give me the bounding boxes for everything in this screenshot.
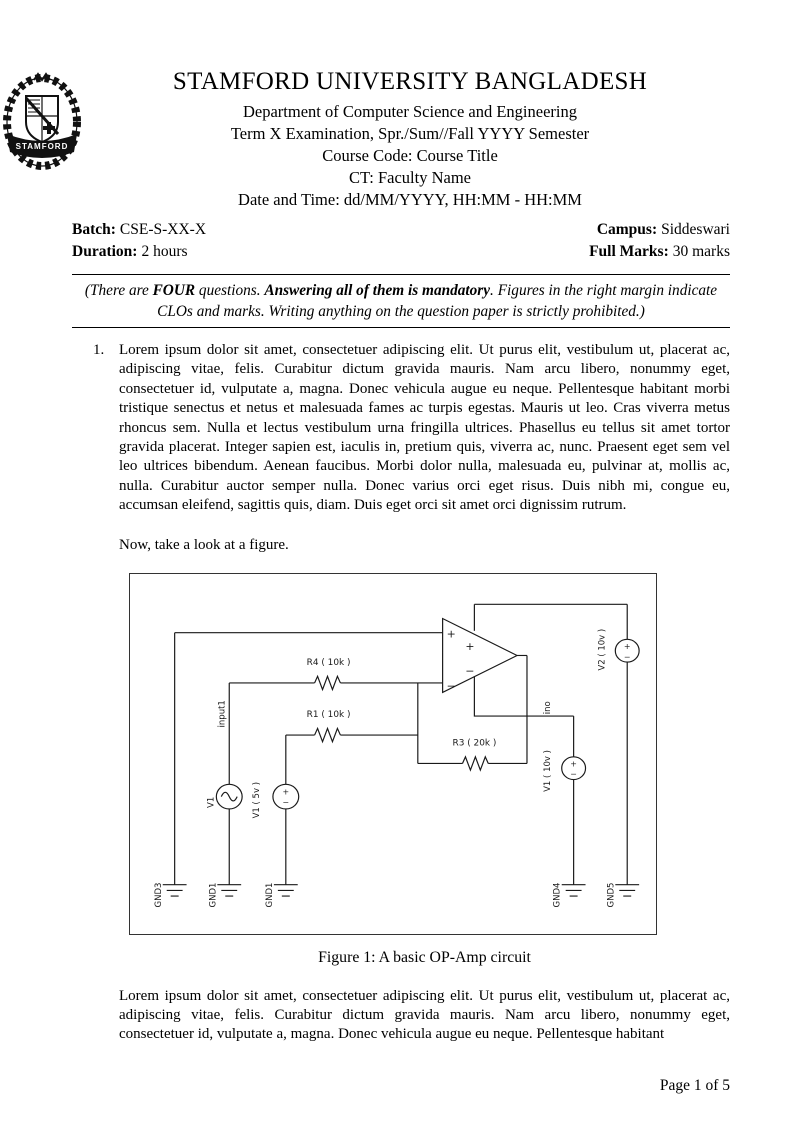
- crest-top-ornament: [33, 72, 51, 82]
- closing-paragraph: Lorem ipsum dolor sit amet, consectetuer…: [119, 987, 730, 1043]
- department-line: Department of Computer Science and Engin…: [242, 102, 577, 121]
- r3-label: R3 ( 20k ): [453, 738, 497, 748]
- batch-row: Batch:CSE-S-XX-X: [72, 219, 206, 241]
- batch-value: CSE-S-XX-X: [119, 221, 207, 238]
- question-text: Lorem ipsum dolor sit amet, consectetuer…: [119, 342, 730, 514]
- opamp-symbol: [442, 617, 519, 694]
- v1-5v-minus-sign: −: [282, 798, 289, 807]
- ground-gnd1a-icon: [217, 883, 242, 897]
- gnd4-label: GND4: [553, 882, 563, 907]
- question-body: Lorem ipsum dolor sit amet, consectetuer…: [119, 341, 730, 1045]
- resistor-r3: [461, 754, 489, 772]
- v1-5v-label: V1 ( 5v ): [252, 782, 262, 818]
- campus-row: Campus:Siddeswari: [589, 219, 730, 241]
- full-marks-label: Full Marks:: [589, 243, 669, 260]
- shield-hatching: [28, 99, 40, 113]
- opamp-plus-input-sign: +: [447, 627, 456, 640]
- instructions-four: FOUR: [152, 282, 196, 299]
- full-marks-value: 30 marks: [672, 243, 730, 260]
- logo-banner: [7, 134, 77, 158]
- v1-10v-label: V1 ( 10v ): [543, 750, 553, 792]
- r1-label: R1 ( 10k ): [307, 710, 351, 720]
- duration-row: Duration:2 hours: [72, 241, 206, 263]
- v2-plus-sign: +: [624, 642, 631, 651]
- divider-bottom: [72, 327, 730, 328]
- ground-gnd3-icon: [162, 883, 187, 897]
- opamp-circuit-figure: R4 ( 10k ) R1 ( 10k ) R3 ( 20k ) V1 V1 (…: [154, 603, 640, 907]
- opamp-vplus-sign: +: [465, 640, 474, 653]
- duration-label: Duration:: [72, 243, 138, 260]
- course-line: Course Code: Course Title: [322, 146, 498, 165]
- ground-gnd1b-icon: [273, 883, 298, 897]
- university-name: STAMFORD UNIVERSITY BANGLADESH: [172, 68, 648, 95]
- v1-10v-minus-sign: −: [570, 770, 577, 779]
- v1-5v-plus-sign: +: [282, 788, 289, 797]
- divider-top: [72, 274, 730, 275]
- page-number: Page 1 of 5: [659, 1077, 730, 1094]
- v1-label: V1: [206, 796, 216, 807]
- logo-banner-text: STAMFORD: [16, 142, 69, 151]
- duration-value: 2 hours: [141, 243, 188, 260]
- instructions-pre: (There are: [84, 282, 153, 299]
- term-line: Term X Examination, Spr./Sum//Fall YYYY …: [230, 124, 590, 143]
- gnd1a-label: GND1: [208, 882, 218, 907]
- full-marks-row: Full Marks:30 marks: [589, 241, 730, 263]
- ino-label: ino: [543, 701, 553, 714]
- datetime-line: Date and Time: dd/MM/YYYY, HH:MM - HH:MM: [238, 190, 582, 209]
- gnd1b-label: GND1: [265, 882, 275, 907]
- v2-10v-label: V2 ( 10v ): [597, 628, 607, 670]
- batch-label: Batch:: [72, 221, 116, 238]
- circuit-wires: [162, 603, 640, 897]
- meta-right-column: Campus:Siddeswari Full Marks:30 marks: [589, 219, 730, 263]
- opamp-vminus-sign: −: [465, 664, 474, 677]
- exam-header: STAMFORD UNIVERSITY BANGLADESH Departmen…: [90, 0, 730, 211]
- question-number: 1.: [93, 342, 105, 358]
- campus-value: Siddeswari: [661, 221, 730, 238]
- opamp-minus-input-sign: −: [447, 679, 456, 692]
- instructions-post: . Figures in the right margin indicate C…: [157, 282, 718, 320]
- wire-vminus-pin: [473, 675, 574, 717]
- exam-meta: Batch:CSE-S-XX-X Duration:2 hours Campus…: [72, 219, 730, 263]
- instructions-mid: questions.: [195, 282, 265, 299]
- question-1: 1. Lorem ipsum dolor sit amet, consectet…: [72, 341, 730, 1045]
- shield-diagonal-band: [24, 97, 60, 135]
- circuit-labels: R4 ( 10k ) R1 ( 10k ) R3 ( 20k ) V1 V1 (…: [154, 627, 631, 907]
- instructions-text: (There are FOUR questions. Answering all…: [72, 280, 730, 322]
- wreath-outline: [6, 77, 78, 167]
- gnd5-label: GND5: [606, 882, 616, 907]
- r4-label: R4 ( 10k ): [307, 658, 351, 668]
- ct-line: CT: Faculty Name: [349, 168, 471, 187]
- university-logo: STAMFORD: [0, 72, 84, 174]
- figure-box: R4 ( 10k ) R1 ( 10k ) R3 ( 20k ) V1 V1 (…: [129, 572, 657, 935]
- v2-minus-sign: −: [624, 652, 631, 661]
- sine-wave-icon: [220, 791, 238, 802]
- resistor-r1: [314, 726, 341, 744]
- v1-10v-plus-sign: +: [570, 759, 577, 768]
- figure-intro: Now, take a look at a figure.: [119, 536, 289, 553]
- meta-left-column: Batch:CSE-S-XX-X Duration:2 hours: [72, 219, 206, 263]
- ground-gnd4-icon: [561, 883, 586, 897]
- resistor-r4: [314, 674, 341, 691]
- figure-caption: Figure 1: A basic OP-Amp circuit: [318, 948, 531, 966]
- campus-label: Campus:: [596, 221, 658, 238]
- ground-gnd5-icon: [615, 883, 640, 897]
- gnd3-label: GND3: [154, 882, 164, 907]
- instructions-mandatory: Answering all of them is mandatory: [264, 282, 491, 299]
- university-crest: STAMFORD: [3, 72, 81, 170]
- shield-cross-icon: [43, 122, 55, 134]
- input1-label: input1: [217, 700, 227, 727]
